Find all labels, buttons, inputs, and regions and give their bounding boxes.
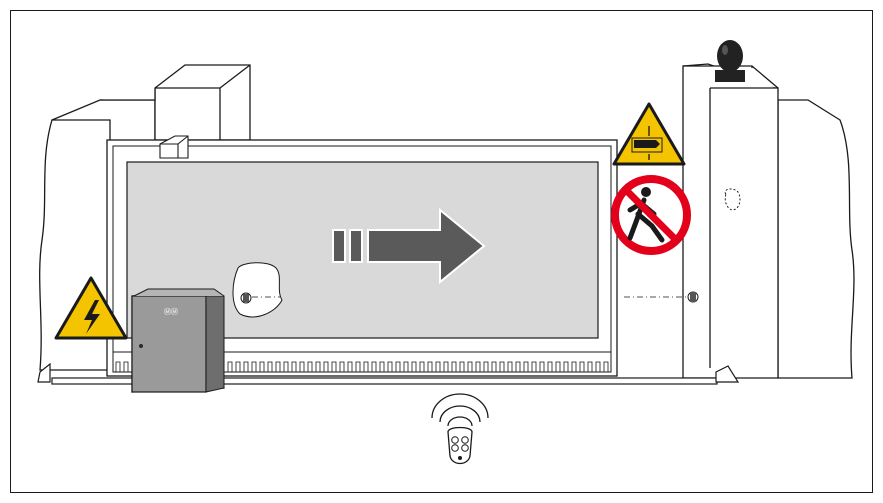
photocell-icon [687,291,699,303]
photocell-icon [232,262,283,318]
key-selector-icon [724,188,741,211]
electric-hazard-warning-icon [54,276,128,340]
direction-arrow-icon [332,207,486,285]
gate-stop-tab [159,135,189,159]
gate-motor: ⓂⓂ [131,288,225,393]
ground-rail [37,362,740,385]
no-pedestrians-prohibition-icon [611,175,691,255]
flashing-lamp-icon [715,40,745,82]
remote-control-icon [431,393,489,465]
right-wall [682,63,855,379]
hand-crush-warning-icon [612,102,686,166]
diagram-frame [10,10,873,493]
motor-logo: ⓂⓂ [164,307,178,316]
gear-rack [112,351,612,373]
